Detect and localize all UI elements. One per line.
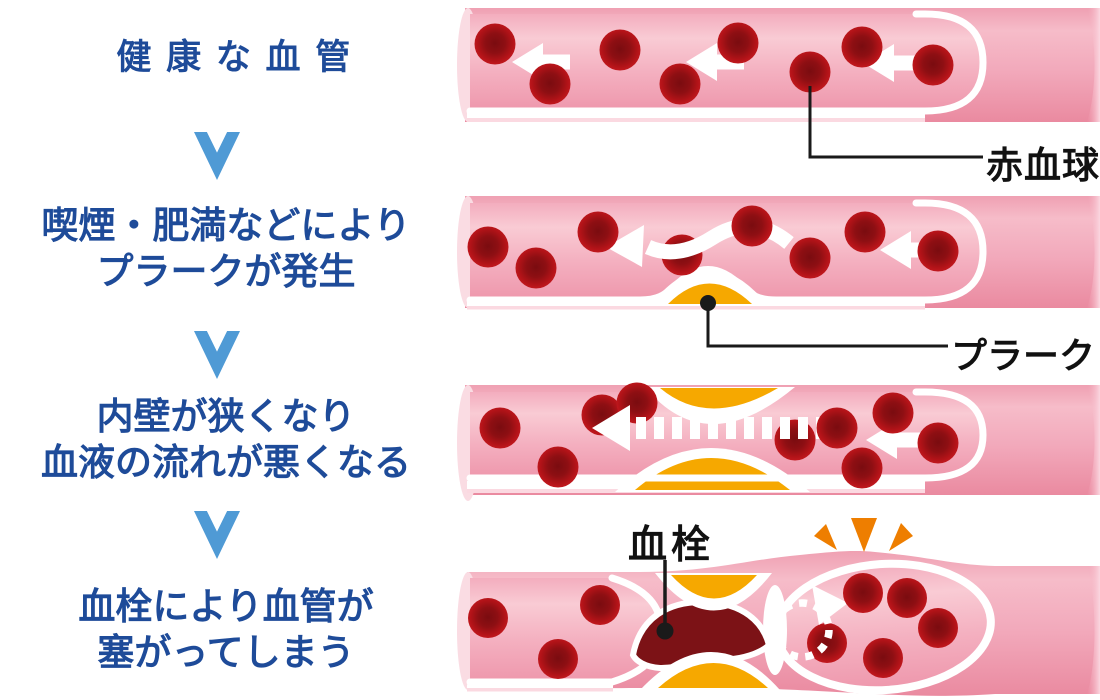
vessel-stage-1-healthy — [457, 8, 1100, 159]
vessel-stage-4-blocked — [457, 518, 1100, 696]
red-blood-cells — [816, 392, 959, 489]
leader-line-red-blood-cell — [808, 86, 983, 159]
flow-arrow-icon — [880, 231, 938, 269]
thrombus-shape — [629, 598, 773, 672]
step-title-plaque-forms: 喫煙・肥満などにより プラークが発生 — [0, 203, 452, 295]
vessel-stage-3-narrowed — [457, 382, 1100, 501]
label-thrombus: 血栓 — [628, 524, 715, 567]
flow-arrow-icon — [512, 43, 921, 82]
blocked-flow-loop-icon — [771, 585, 848, 661]
step-title-blocked-vessel: 血栓により血管が 塞がってしまう — [0, 584, 452, 676]
plaque-shape-bottom — [658, 663, 768, 688]
step-line: 血液の流れが悪くなる — [41, 441, 411, 483]
red-blood-cells — [843, 573, 958, 678]
red-blood-cells — [467, 205, 959, 289]
marker-dot-plaque — [700, 295, 716, 311]
leader-line-plaque — [706, 306, 948, 348]
plaque-shape-bottom — [635, 458, 790, 490]
alert-marks-icon — [814, 518, 913, 552]
step-line: 塞がってしまう — [97, 631, 355, 673]
red-blood-cells — [474, 22, 954, 105]
dashed-flow-arrow-icon — [592, 405, 830, 451]
marker-dot-thrombus — [656, 622, 674, 640]
flow-arrow-icon — [866, 421, 924, 459]
step-title-narrowed-wall: 内壁が狭くなり 血液の流れが悪くなる — [0, 394, 452, 486]
vessel-stage-2-plaque — [457, 196, 1100, 348]
step-line: プラークが発生 — [96, 250, 356, 292]
plaque-shape — [668, 283, 752, 304]
step-title-healthy-vessel: 健康な血管 — [116, 38, 365, 77]
plaque-shape-top — [660, 388, 778, 409]
step-line: 内壁が狭くなり — [96, 396, 356, 437]
red-blood-cells — [468, 585, 847, 679]
label-plaque: プラーク — [951, 335, 1096, 376]
step-line: 喫煙・肥満などにより — [41, 205, 411, 246]
step-line: 血栓により血管が — [78, 586, 374, 627]
plaque-shape-top — [671, 575, 757, 599]
label-red-blood-cell: 赤血球 — [986, 145, 1100, 186]
